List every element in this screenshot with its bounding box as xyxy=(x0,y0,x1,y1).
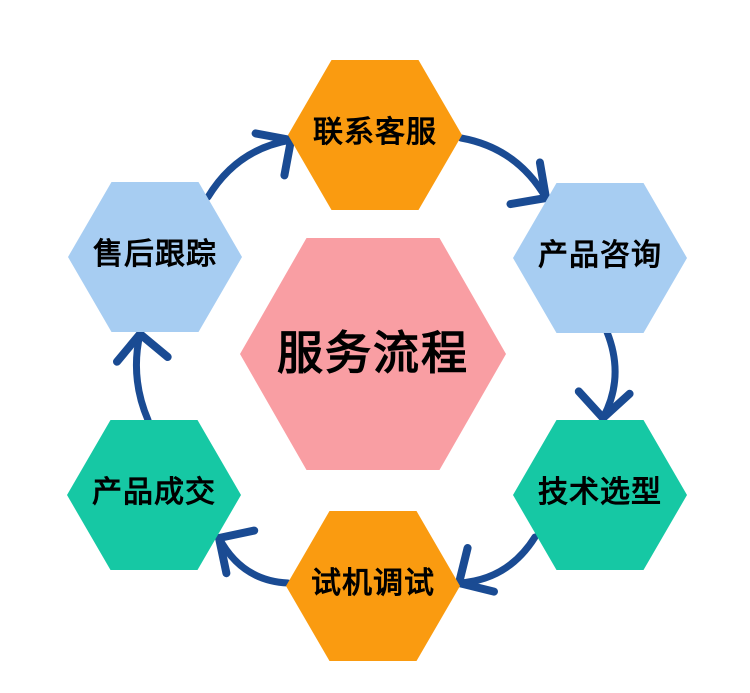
hex-center-title: 服务流程 xyxy=(240,238,506,470)
flow-arrow-4 xyxy=(455,533,539,596)
hex-node-contact-service: 联系客服 xyxy=(288,60,462,210)
flow-arrow-6 xyxy=(113,330,172,424)
hex-node-label: 售后跟踪 xyxy=(93,237,217,272)
hex-node-product-deal: 产品成交 xyxy=(67,420,241,570)
hex-node-aftersales-track: 售后跟踪 xyxy=(68,182,242,332)
hex-node-label: 联系客服 xyxy=(313,115,437,150)
hex-node-label: 产品成交 xyxy=(92,475,216,510)
flow-arrow-5 xyxy=(215,526,292,587)
hex-node-label: 试机调试 xyxy=(311,566,435,601)
hex-node-trial-debug: 试机调试 xyxy=(286,511,460,661)
flow-arrow-1 xyxy=(204,129,295,201)
diagram-title: 服务流程 xyxy=(277,326,469,380)
hex-node-label: 产品咨询 xyxy=(538,238,662,273)
flow-arrow-3 xyxy=(574,328,634,422)
hex-node-tech-selection: 技术选型 xyxy=(513,420,687,570)
hex-node-label: 技术选型 xyxy=(538,475,662,510)
hex-node-product-inquiry: 产品咨询 xyxy=(513,183,687,333)
flow-arrow-2 xyxy=(457,134,550,209)
